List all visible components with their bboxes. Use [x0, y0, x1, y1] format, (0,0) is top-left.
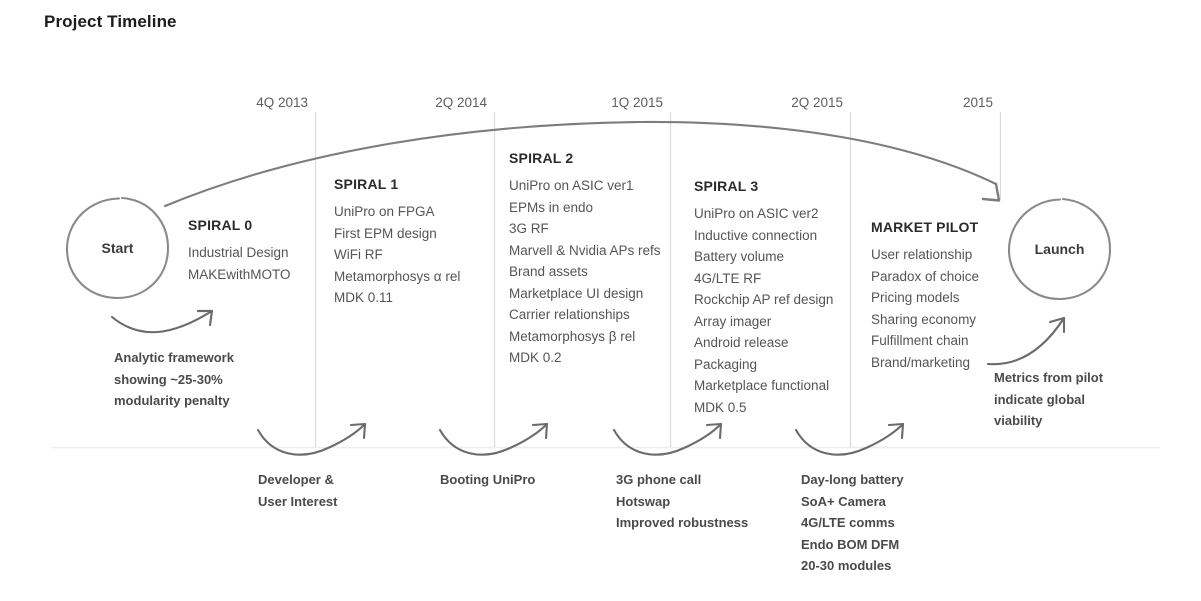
note-3g-phone-call: 3G phone call Hotswap Improved robustnes… — [616, 469, 748, 534]
phase-item: Packaging — [694, 356, 758, 372]
arrow-developer-interest — [256, 422, 367, 456]
phase-item: Inductive connection — [694, 227, 818, 243]
phase-items-spiral-1: UniPro on FPGA First EPM design WiFi RF … — [334, 201, 460, 309]
note-line: Metrics from pilot — [994, 370, 1104, 385]
phase-items-spiral-0: Industrial Design MAKEwithMOTO — [188, 242, 291, 285]
phase-item: WiFi RF — [334, 247, 383, 262]
phase-spiral-0: SPIRAL 0 Industrial Design MAKEwithMOTO — [188, 217, 291, 285]
phase-item: Marketplace functional — [694, 378, 830, 393]
date-label-4q-2013: 4Q 2013 — [256, 95, 308, 110]
phase-item: Brand assets — [509, 264, 588, 279]
phase-title-market-pilot: MARKET PILOT — [871, 219, 979, 235]
phase-item: Array imager — [694, 313, 772, 329]
phase-title-spiral-2: SPIRAL 2 — [509, 150, 574, 166]
note-line: indicate global — [994, 391, 1086, 407]
phase-item: Fulfillment chain — [871, 333, 969, 348]
note-line: Developer & — [258, 472, 334, 487]
note-booting-unipro: Booting UniPro — [440, 469, 535, 491]
note-line: Analytic framework — [114, 350, 234, 365]
note-line: Improved robustness — [616, 515, 749, 530]
phase-item: MDK 0.11 — [334, 290, 394, 305]
launch-node-label: Launch — [1034, 241, 1085, 257]
date-label-1q-2015: 1Q 2015 — [611, 95, 663, 110]
note-line: 20-30 modules — [801, 558, 892, 573]
note-day-long-battery: Day-long battery SoA+ Camera 4G/LTE comm… — [801, 469, 904, 577]
phase-item: Metamorphosys β rel — [509, 328, 636, 344]
milestone-arrows — [256, 422, 905, 456]
phase-market-pilot: MARKET PILOT User relationship Paradox o… — [871, 219, 979, 373]
note-line: Booting UniPro — [440, 472, 536, 487]
note-line: Hotswap — [616, 493, 671, 509]
page-title: Project Timeline — [44, 12, 177, 31]
note-line: modularity penalty — [114, 393, 230, 408]
phase-item: 3G RF — [509, 221, 549, 236]
phase-item: Sharing economy — [871, 311, 977, 327]
phase-item: 4G/LTE RF — [694, 270, 762, 286]
note-developer-interest: Developer & User Interest — [258, 469, 337, 512]
date-label-2q-2014: 2Q 2014 — [435, 95, 487, 110]
phase-item: User relationship — [871, 247, 973, 262]
note-analytic-framework: Analytic framework showing ~25-30% modul… — [114, 347, 234, 412]
note-line: showing ~25-30% — [114, 371, 223, 387]
phase-item: UniPro on FPGA — [334, 204, 435, 219]
note-line: Day-long battery — [801, 472, 904, 487]
phase-item: MDK 0.5 — [694, 399, 747, 415]
phase-item: MDK 0.2 — [509, 350, 562, 365]
phase-items-market-pilot: User relationship Paradox of choice Pric… — [871, 244, 979, 373]
phase-item: Paradox of choice — [871, 268, 980, 284]
phase-item: Rockchip AP ref design — [694, 292, 834, 307]
phase-spiral-3: SPIRAL 3 UniPro on ASIC ver2 Inductive c… — [694, 178, 833, 418]
phase-item: Marketplace UI design — [509, 285, 644, 301]
phase-spiral-1: SPIRAL 1 UniPro on FPGA First EPM design… — [334, 176, 460, 309]
note-line: 4G/LTE comms — [801, 515, 895, 530]
phase-item: First EPM design — [334, 225, 437, 241]
note-line: SoA+ Camera — [801, 493, 886, 509]
arrow-analytic-framework — [110, 309, 214, 334]
arrow-3g-phone-call — [612, 422, 723, 456]
phase-item: Battery volume — [694, 249, 785, 264]
phase-item: EPMs in endo — [509, 199, 594, 215]
phase-item: Marvell & Nvidia APs refs — [509, 242, 661, 258]
phase-title-spiral-0: SPIRAL 0 — [188, 217, 253, 233]
phase-item: Android release — [694, 335, 789, 350]
date-label-2q-2015: 2Q 2015 — [791, 95, 843, 110]
note-metrics-from-pilot: Metrics from pilot indicate global viabi… — [994, 367, 1103, 432]
date-label-2015: 2015 — [962, 95, 993, 110]
arrow-metrics-from-pilot — [986, 316, 1066, 366]
phase-spiral-2: SPIRAL 2 UniPro on ASIC ver1 EPMs in end… — [509, 150, 661, 369]
note-line: 3G phone call — [616, 472, 702, 487]
phase-title-spiral-1: SPIRAL 1 — [334, 176, 399, 192]
note-line: User Interest — [258, 493, 338, 509]
arrow-booting-unipro — [438, 422, 549, 456]
arrow-day-long-battery — [794, 422, 905, 456]
phase-item: Industrial Design — [188, 245, 289, 260]
phase-items-spiral-2: UniPro on ASIC ver1 EPMs in endo 3G RF M… — [509, 175, 661, 369]
phase-title-spiral-3: SPIRAL 3 — [694, 178, 759, 194]
note-line: Endo BOM DFM — [801, 536, 900, 552]
phase-items-spiral-3: UniPro on ASIC ver2 Inductive connection… — [694, 203, 833, 418]
phase-item: UniPro on ASIC ver2 — [694, 206, 819, 221]
note-line: viability — [994, 413, 1043, 428]
phase-item: Carrier relationships — [509, 307, 630, 322]
phase-item: Metamorphosys α rel — [334, 268, 461, 284]
phase-item: UniPro on ASIC ver1 — [509, 178, 634, 193]
phase-item: Pricing models — [871, 290, 960, 305]
phase-item: Brand/marketing — [871, 354, 971, 370]
phase-item: MAKEwithMOTO — [188, 266, 291, 282]
start-node-label: Start — [101, 240, 134, 256]
